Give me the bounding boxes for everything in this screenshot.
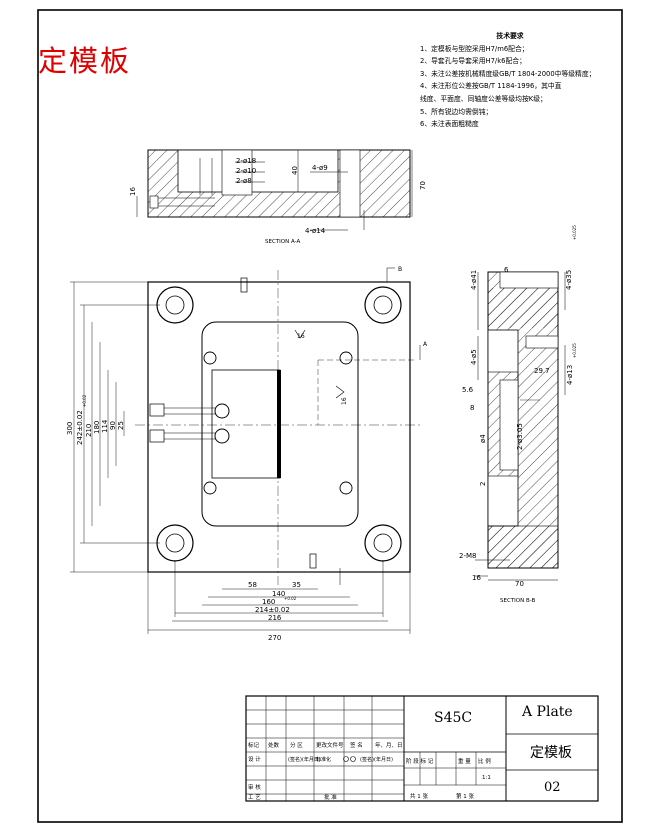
tb-row-sign: 签 名 (350, 741, 363, 749)
guide-bushing-br (364, 524, 402, 562)
tb-row-count: 处数 (268, 741, 280, 749)
material-label: S45C (434, 710, 473, 726)
guide-bushing-tr (364, 286, 402, 324)
tb-scale: 1:1 (482, 775, 491, 781)
bb-dim-5: 4-ø5 (470, 349, 478, 365)
dim-242: 242±0.02 (76, 410, 84, 445)
bb-dim-m8: 2-M8 (459, 552, 476, 560)
tb-stage-3: 比 例 (478, 757, 491, 765)
dim-160-tol: +0.02 (284, 596, 297, 601)
dim-114: 114 (101, 419, 109, 433)
roughness-16b: 16 (341, 397, 348, 405)
tb-date-b: (年月日) (374, 756, 393, 763)
note-3: 3、未注公差按机械精度级GB/T 1804-2000中等级精度； (420, 69, 596, 78)
tb-row-zone: 分 区 (290, 741, 303, 749)
bb-dim-3-05: 2-ø3.05 (516, 423, 524, 450)
guide-bushing-bl (156, 524, 194, 562)
dim-300: 300 (66, 422, 74, 435)
notes-title: 技术要求 (496, 32, 524, 40)
bb-dim-35-tol: +0.025 (572, 225, 577, 240)
note-4b: 线度、平面度、同轴度公差等级均按K级； (420, 94, 547, 103)
mark-a: A (423, 341, 428, 348)
aa-dim-9: 4-ø9 (312, 164, 328, 172)
section-aa-view: 2-ø18 2-ø10 2-ø8 4-ø9 4-ø14 40 16 70 SEC… (129, 149, 427, 245)
part-name-cn: 定模板 (530, 745, 572, 761)
bb-dim-13: 4-ø13 (566, 365, 574, 385)
bb-dim-13-tol: +0.025 (572, 343, 577, 358)
bb-dim-29-7: 29.7 (534, 367, 550, 375)
tb-approve: 批 准 (324, 793, 337, 801)
note-5: 5、所有锐边均需倒钝； (420, 107, 493, 116)
dim-140: 140 (272, 590, 285, 598)
bb-dim-5-6: 5.6 (462, 386, 474, 394)
aa-dim-10: 2-ø10 (236, 167, 256, 175)
tb-row-doc: 更改文件号 (316, 741, 344, 749)
aa-dim-18: 2-ø18 (236, 157, 256, 165)
dim-210: 210 (85, 424, 93, 437)
aa-dim-70: 70 (419, 181, 427, 190)
title-block-text: 标记 处数 分 区 更改文件号 签 名 年、月、日 设 计 (签名)(年月日) … (248, 741, 491, 801)
note-4: 4、未注形位公差按GB/T 1184-1996，其中直 (420, 82, 562, 91)
dim-90: 90 (109, 421, 117, 430)
section-aa-label: SECTION A-A (265, 239, 300, 245)
tb-sign-b: (签名) (360, 756, 374, 763)
note-1: 1、定模板与型腔采用H7/m6配合； (420, 44, 529, 53)
tb-design: 设 计 (248, 755, 261, 763)
bb-dim-6: 6 (504, 266, 509, 274)
dim-270: 270 (268, 634, 281, 642)
technical-notes: 技术要求 1、定模板与型腔采用H7/m6配合； 2、导套孔与导套采用H7/k6配… (420, 30, 640, 131)
tb-std: (签名)(年月日) (288, 756, 321, 763)
plan-view: B A 16 16 58 35 140 160 +0.02 214±0.02 2… (66, 266, 428, 642)
section-bb-view: 4-ø41 6 4-ø35 +0.025 4-ø5 29.7 4-ø13 +0.… (459, 225, 577, 604)
note-6: 6、未注表面粗糙度 (420, 120, 479, 129)
dim-214: 214±0.02 (255, 606, 290, 614)
bb-dim-2: 2 (479, 482, 487, 486)
tb-stage-2: 重 量 (458, 757, 471, 765)
roughness-16a: 16 (297, 333, 305, 340)
dim-160: 160 (262, 598, 275, 606)
title-block (245, 695, 599, 802)
dim-35: 35 (292, 581, 301, 589)
aa-dim-8: 2-ø8 (236, 177, 252, 185)
dim-180: 180 (93, 421, 101, 434)
tb-craft: 工 艺 (248, 794, 261, 801)
section-bb-label: SECTION B-B (500, 598, 536, 604)
drawing-number: 02 (544, 780, 561, 795)
stamp-text: 定模板 (38, 44, 132, 78)
inner-border (37, 9, 623, 823)
mark-b: B (398, 266, 402, 273)
aa-dim-16: 16 (129, 187, 137, 196)
note-2: 2、导套孔与导套采用H7/k6配合； (420, 57, 526, 66)
tb-check: 审 核 (248, 783, 261, 791)
dim-242-tol: +0.02 (82, 394, 87, 407)
tb-sheet-no: 第 1 张 (456, 792, 474, 800)
dim-58: 58 (248, 581, 257, 589)
aa-dim-40: 40 (291, 166, 299, 175)
tb-row-date: 年、月、日 (375, 741, 403, 749)
aa-dim-14: 4-ø14 (305, 227, 326, 235)
tb-stdz: 标准化 (316, 756, 331, 763)
dim-216: 216 (268, 614, 282, 622)
bb-dim-41: 4-ø41 (470, 270, 478, 290)
bb-dim-4: ø4 (479, 434, 487, 443)
tb-sheet-total: 共 1 张 (410, 792, 428, 800)
tb-stage-1: 阶 段 标 记 (406, 757, 434, 765)
bb-dim-70: 70 (515, 580, 524, 588)
bb-dim-16: 16 (472, 574, 481, 582)
tb-row-mark: 标记 (248, 741, 260, 749)
guide-bushing-tl (156, 286, 194, 324)
dim-25: 25 (117, 421, 125, 430)
bb-dim-35: 4-ø35 (565, 270, 573, 290)
bb-dim-8: 8 (470, 404, 474, 412)
part-name-en: A Plate (522, 704, 573, 720)
